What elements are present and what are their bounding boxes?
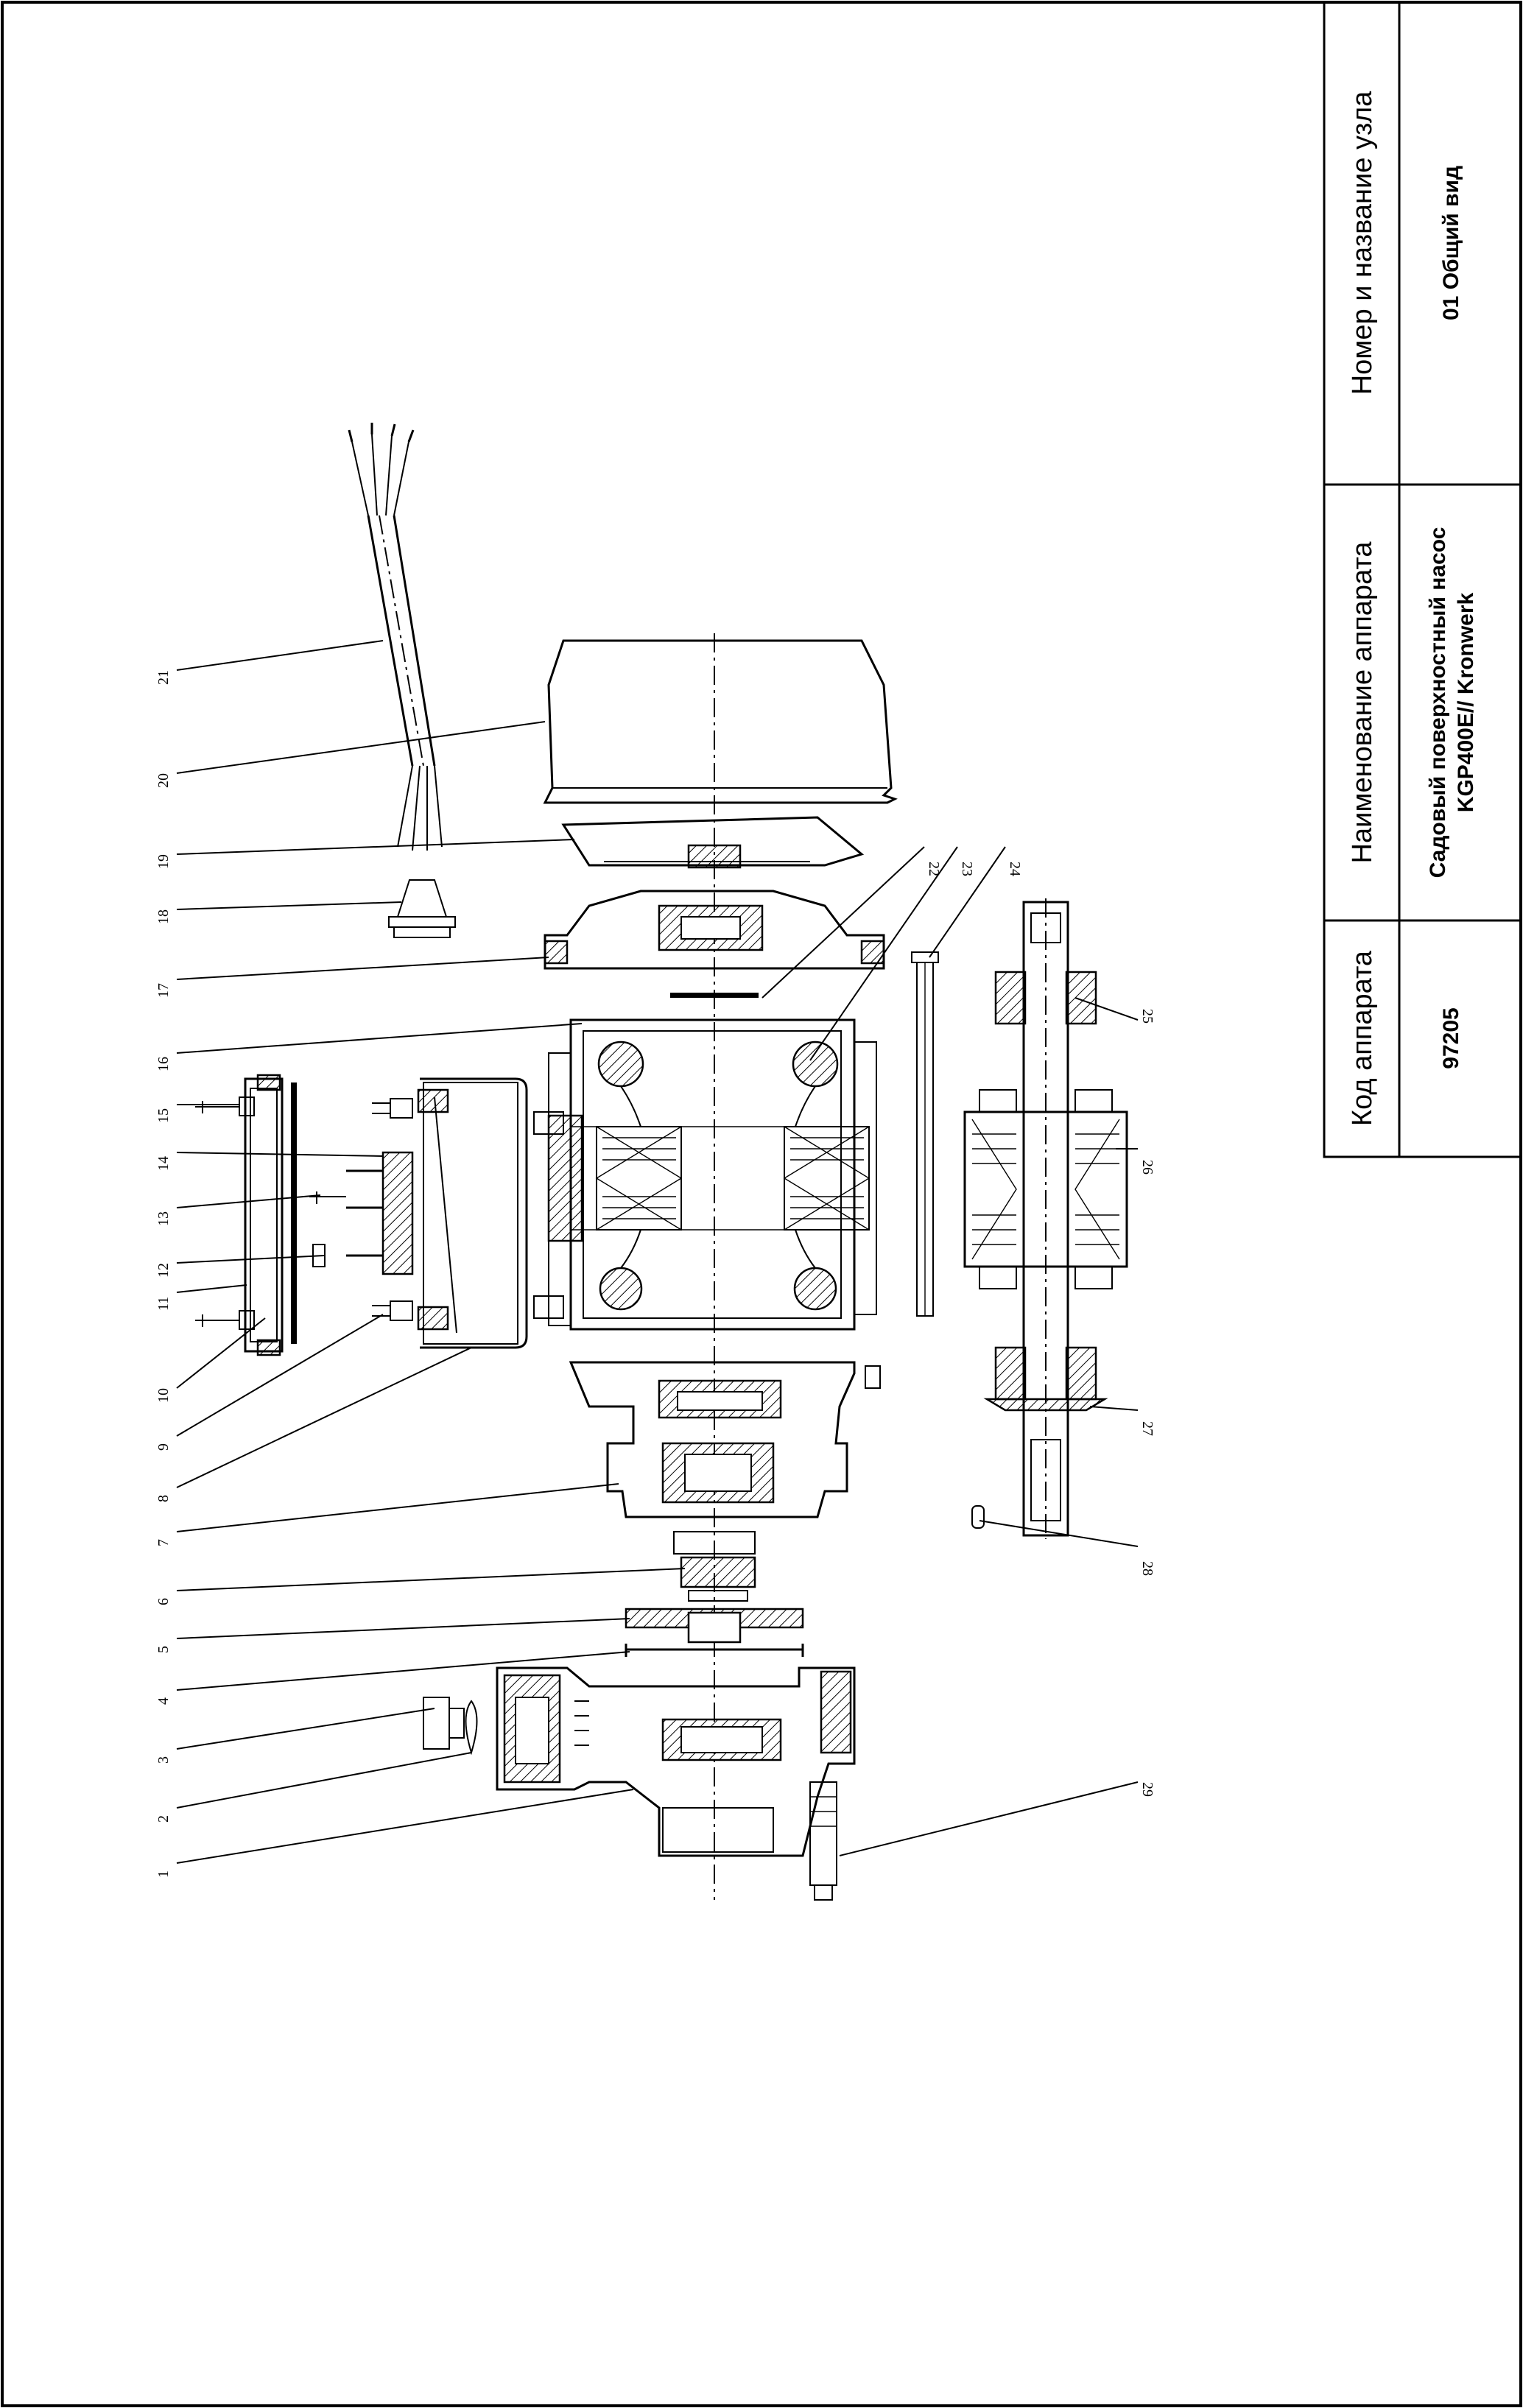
callout-21: 21 [155, 670, 172, 685]
part-key [971, 1505, 985, 1529]
part-mechanical-seal [673, 1531, 756, 1602]
device-code-header: Код аппарата [1347, 950, 1378, 1126]
unit-value: 01 Общий вид [1439, 166, 1463, 320]
callout-3: 3 [155, 1756, 172, 1764]
part-base-bolt [809, 1781, 837, 1901]
part-screws [195, 1096, 413, 1330]
callout-7: 7 [155, 1539, 172, 1546]
bearing-lower [994, 1346, 1027, 1401]
callout-2: 2 [155, 1815, 172, 1823]
part-terminal-block [312, 1151, 414, 1275]
callout-24: 24 [1007, 862, 1023, 876]
callout-29: 29 [1139, 1782, 1156, 1797]
title-block: Номер и название узла 01 Общий вид Наиме… [1323, 1, 1522, 1158]
part-rotor-shaft [963, 901, 1128, 1537]
callout-28: 28 [1139, 1561, 1156, 1576]
callout-25: 25 [1139, 1009, 1156, 1024]
callout-1: 1 [155, 1870, 172, 1878]
stator-winding-left [595, 1126, 683, 1231]
coil-section [792, 1041, 839, 1088]
bearing-upper [994, 971, 1027, 1025]
part-box-cover [244, 1074, 297, 1356]
part-fan [561, 816, 865, 869]
device-name-header: Наименование аппарата [1347, 541, 1378, 864]
coil-section [599, 1267, 643, 1311]
callout-numbers: 1 2 3 4 5 6 7 8 9 10 11 12 13 14 15 16 1… [155, 670, 1156, 1878]
bearing-lower [1065, 1346, 1097, 1401]
callout-11: 11 [155, 1297, 172, 1311]
part-terminal-box [417, 1077, 528, 1349]
callout-18: 18 [155, 909, 172, 924]
seal-ring [983, 1398, 1108, 1412]
part-cable [348, 423, 443, 851]
callout-6: 6 [155, 1598, 172, 1605]
part-wave-washer [670, 993, 759, 998]
part-fan-cover [543, 639, 898, 804]
part-long-bolt [911, 951, 939, 1317]
callout-22: 22 [926, 862, 942, 876]
part-impeller [625, 1608, 804, 1644]
callout-26: 26 [1139, 1160, 1156, 1175]
callout-20: 20 [155, 773, 172, 788]
callout-27: 27 [1139, 1421, 1156, 1436]
part-cable-gland [388, 879, 456, 938]
callout-16: 16 [155, 1057, 172, 1071]
callout-19: 19 [155, 854, 172, 869]
device-name-line1: Садовый поверхностный насос [1426, 527, 1450, 879]
coil-section [597, 1041, 644, 1088]
rotor-core [963, 1089, 1128, 1289]
bearing-upper [1065, 971, 1097, 1025]
callout-4: 4 [155, 1697, 172, 1705]
callout-13: 13 [155, 1211, 172, 1226]
callout-12: 12 [155, 1263, 172, 1278]
part-drain-plug [423, 1697, 465, 1750]
callout-10: 10 [155, 1388, 172, 1403]
device-code-value: 97205 [1439, 1007, 1463, 1069]
part-pump-body [496, 1666, 856, 1857]
part-motor-housing [533, 1018, 877, 1331]
callout-8: 8 [155, 1495, 172, 1502]
callout-23: 23 [959, 862, 975, 876]
callout-14: 14 [155, 1156, 172, 1171]
part-o-ring [625, 1644, 804, 1657]
callout-5: 5 [155, 1646, 172, 1653]
callout-9: 9 [155, 1443, 172, 1451]
part-plug-seal [465, 1700, 478, 1756]
part-front-end-shield [569, 1361, 881, 1518]
leader-lines [176, 640, 1139, 1864]
unit-header: Номер и название узла [1347, 91, 1378, 395]
callout-17: 17 [155, 983, 172, 998]
stator-winding-right [783, 1126, 870, 1231]
coil-section [793, 1267, 837, 1311]
callout-15: 15 [155, 1108, 172, 1123]
part-rear-end-shield [544, 890, 885, 970]
device-name-line2: KGP400E// Kronwerk [1454, 592, 1478, 812]
